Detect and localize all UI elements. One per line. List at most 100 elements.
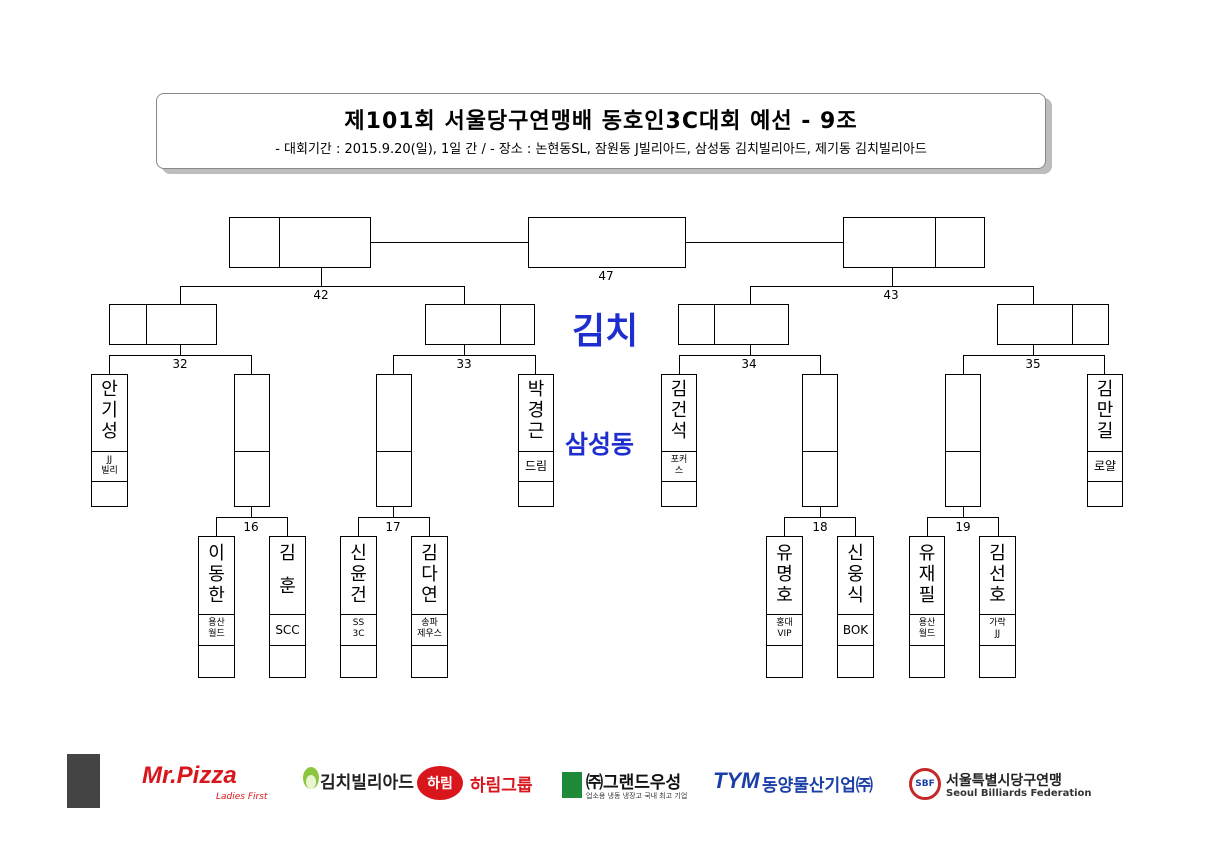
bracket-line [251,507,252,518]
bracket-line [784,517,856,518]
match-number-43: 43 [883,288,899,302]
harim-badge-icon [417,766,463,800]
sbf-emblem-icon [909,768,941,800]
bracket-line [927,517,928,537]
bracket-line [393,507,394,518]
empty-player-box [945,374,981,507]
sponsor-mrpizza-tagline: Ladies First [216,792,268,802]
bracket-box-33 [425,304,535,345]
page-title: 제101회 서울당구연맹배 동호인3C대회 예선 - 9조 [344,109,858,134]
sponsor-harim: 하림그룹 [470,776,533,796]
venue-main: 김치 [572,311,639,352]
sponsor-kimchi: 김치빌리아드 [320,773,414,793]
harim-badge-text: 하림 [427,776,453,792]
match-number-47: 47 [598,269,614,283]
bracket-line [750,286,751,304]
bracket-line [820,507,821,518]
bracket-box-35 [997,304,1109,345]
player-club: 로얄 [1093,459,1117,473]
bracket-line [750,286,1034,287]
bracket-line [251,355,252,375]
bracket-line [998,517,999,537]
match-number-33: 33 [456,357,472,371]
bracket-line [429,517,430,537]
kimchi-cabbage-icon [300,764,322,790]
divider [1072,304,1073,345]
bracket-box-32 [109,304,217,345]
sponsor-grand: ㈜그랜드우성 [586,773,682,793]
bracket-line [180,286,181,304]
bracket-line [820,355,821,375]
bracket-line [892,268,893,287]
empty-player-box [234,374,270,507]
sponsor-grand-tagline: 업소용 냉동 냉장고 국내 최고 기업 [586,792,688,800]
footer-marker [67,754,100,808]
bracket-line [358,517,359,537]
bracket-line [963,355,1105,356]
match-number-34: 34 [741,357,757,371]
bracket-line [927,517,999,518]
final-center-box [528,217,686,268]
bracket-line [321,268,322,287]
tym-mark: TYM [713,768,760,793]
bracket-line [109,355,110,375]
header-box [156,93,1046,169]
player-club: SCC [275,623,300,637]
page-subtitle: - 대회기간 : 2015.9.20(일), 1일 간 / - 장소 : 논현동… [275,142,927,157]
divider [935,217,936,268]
sponsor-mrpizza: Mr.Pizza [142,762,237,789]
final-left-box [229,217,371,268]
venue-sub: 삼성동 [565,430,635,459]
bracket-line [371,242,528,243]
divider [714,304,715,345]
bracket-line [679,355,821,356]
bracket-line [287,517,288,537]
bracket-line [216,517,217,537]
bracket-line [393,355,536,356]
bracket-line [1104,355,1105,375]
sponsor-sbf-en: Seoul Billiards Federation [946,788,1092,799]
bracket-line [686,242,843,243]
sponsor-sbf: 서울특별시당구연맹 [946,773,1062,789]
match-number-35: 35 [1025,357,1041,371]
divider [500,304,501,345]
match-number-32: 32 [172,357,188,371]
bracket-line [464,345,465,356]
bracket-line [464,286,465,304]
bracket-line [109,355,252,356]
bracket-line [180,286,465,287]
match-number-18: 18 [812,520,828,534]
bracket-line [535,355,536,375]
grand-logo-icon [562,772,582,798]
empty-player-box [802,374,838,507]
sponsor-tym: 동양물산기업㈜ [762,776,873,796]
bracket-line [1033,286,1034,304]
